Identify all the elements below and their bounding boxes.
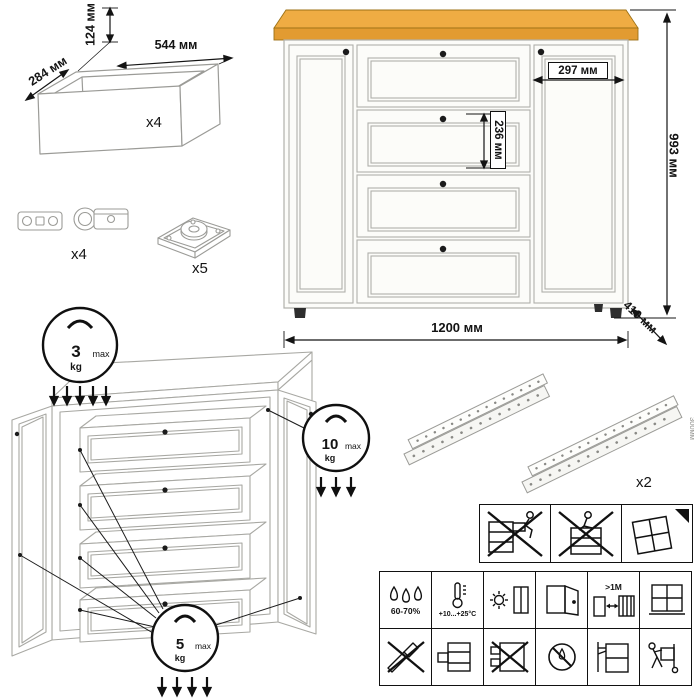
no-chemicals-icon bbox=[547, 643, 576, 671]
no-sitting-on-drawer-icon bbox=[487, 510, 543, 557]
weight-handle-icon bbox=[324, 414, 348, 424]
care-icon-cell bbox=[622, 505, 693, 563]
no-sharp-tools-icon bbox=[386, 641, 425, 673]
door-load-unit: kg bbox=[325, 453, 336, 463]
foot-plate-icon bbox=[157, 217, 231, 259]
door-load-badge bbox=[301, 403, 371, 473]
care-icon-cell bbox=[640, 572, 692, 629]
drawer-slides-drawing bbox=[403, 373, 683, 494]
feet-diagram: x5 bbox=[148, 198, 248, 283]
care-icon-cell bbox=[380, 629, 432, 686]
feet-quantity: x5 bbox=[192, 260, 208, 277]
heat-distance-icon bbox=[592, 594, 635, 617]
safety-icons-row bbox=[479, 504, 693, 563]
drawer-box-drawing bbox=[24, 6, 234, 155]
hinges-quantity: x4 bbox=[71, 246, 87, 263]
cabinet-front-diagram: 297 мм 236 мм 993 мм 1200 мм 419 мм bbox=[262, 0, 694, 362]
drawer-box-height-label: 124 мм bbox=[83, 3, 98, 46]
drawer-load-unit: kg bbox=[175, 653, 186, 663]
top-load-unit: kg bbox=[70, 362, 82, 373]
open-drawer-icon bbox=[436, 642, 471, 672]
care-icon-cell: +10...+25°С bbox=[432, 572, 484, 629]
drawer-box-quantity: x4 bbox=[146, 114, 162, 131]
hand-truck-transport-icon bbox=[647, 642, 678, 674]
care-icon-cell: 60-70% bbox=[380, 572, 432, 629]
care-icon-cell: >1M bbox=[588, 572, 640, 629]
thermometer-icon bbox=[451, 581, 466, 608]
care-icon-cell bbox=[536, 572, 588, 629]
drawer-front-height-label: 236 мм bbox=[490, 111, 506, 169]
hinge-icon bbox=[17, 207, 129, 231]
cabinet-drawing bbox=[273, 9, 676, 348]
open-cabinet-drawing: 3 kg max 10 kg max 5 kg max bbox=[11, 306, 371, 698]
humidity-drops-icon bbox=[389, 585, 422, 603]
drawer-load-badge bbox=[150, 603, 220, 673]
humidity-label: 60-70% bbox=[390, 605, 421, 616]
right-door-width-label: 297 мм bbox=[548, 62, 608, 79]
load-limits-diagram: 3 kg max 10 kg max 5 kg max bbox=[0, 300, 372, 700]
care-icon-cell bbox=[536, 629, 588, 686]
cabinet-width-label: 1200 мм bbox=[431, 320, 483, 335]
care-icon-cell bbox=[484, 572, 536, 629]
no-open-drawers-icon bbox=[489, 641, 529, 673]
corner-fold-icon bbox=[675, 508, 689, 523]
drawer-load-value: 5 bbox=[176, 636, 184, 653]
slides-quantity: x2 bbox=[636, 474, 652, 491]
drawer-load-suffix: max bbox=[195, 641, 212, 651]
drawer-box-length-label: 544 мм bbox=[154, 38, 198, 52]
slide-length-label: 300мм bbox=[687, 417, 694, 440]
heat-distance-label: >1M bbox=[605, 581, 622, 592]
no-climbing-icon bbox=[558, 510, 614, 557]
door-load-value: 10 bbox=[322, 436, 339, 453]
care-icons-grid: 60-70% +10...+25°С bbox=[379, 571, 692, 686]
top-load-value: 3 bbox=[71, 342, 80, 361]
drawer-slides-diagram: x2 300мм bbox=[398, 358, 694, 506]
top-load-badge bbox=[41, 306, 119, 384]
drawer-box-diagram: 124 мм 544 мм 284 мм x4 bbox=[10, 2, 245, 180]
window-icon bbox=[648, 584, 685, 615]
care-icon-cell bbox=[640, 629, 692, 686]
care-icon-cell bbox=[432, 629, 484, 686]
door-load-suffix: max bbox=[345, 441, 362, 451]
care-icon-cell bbox=[588, 629, 640, 686]
care-icon-cell bbox=[551, 505, 622, 563]
weight-handle-icon bbox=[173, 614, 197, 624]
cabinet-height-label: 993 мм bbox=[666, 133, 682, 178]
top-load-suffix: max bbox=[92, 349, 110, 359]
temperature-label: +10...+25°С bbox=[438, 610, 477, 618]
window-tilt-warning-icon bbox=[631, 508, 689, 555]
weight-handle-icon bbox=[66, 319, 94, 330]
avoid-sunlight-icon bbox=[489, 586, 529, 614]
cabinet-door-open-icon bbox=[545, 584, 579, 616]
wall-anchor-cabinet-icon bbox=[596, 642, 629, 673]
hinges-diagram: x4 bbox=[15, 196, 145, 276]
load-arrows bbox=[48, 386, 357, 698]
care-icon-cell bbox=[484, 629, 536, 686]
care-icon-cell bbox=[480, 505, 551, 563]
